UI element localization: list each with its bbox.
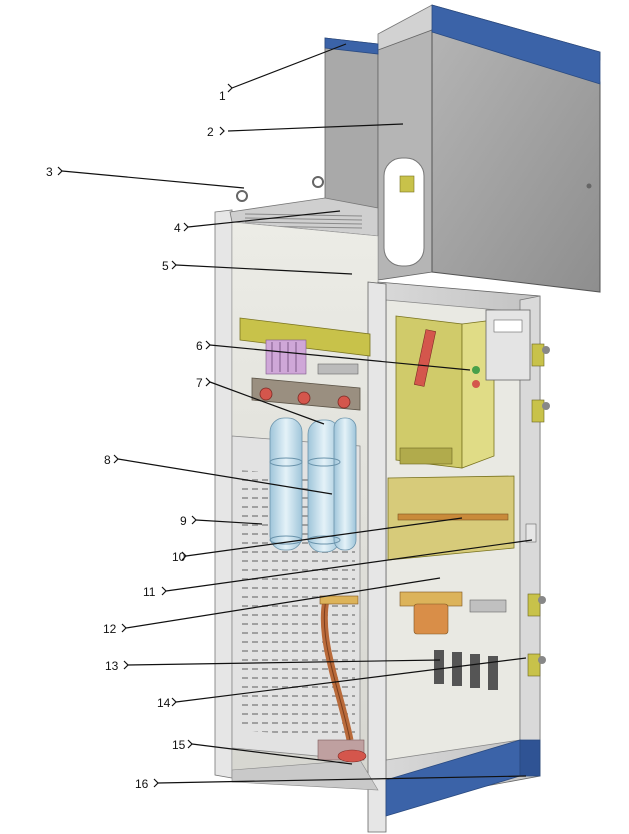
leader-line-6 — [209, 344, 471, 371]
hinge-1 — [531, 343, 545, 367]
bushing-red-2 — [297, 391, 311, 405]
spring-mechanism — [317, 363, 359, 375]
cable-lug — [319, 595, 359, 605]
leader-line-16 — [157, 775, 527, 784]
breaker-handle — [413, 329, 437, 387]
control-display — [493, 319, 523, 333]
cable-bundle — [265, 339, 307, 375]
leader-line-2 — [227, 123, 404, 132]
callout-15: 15 — [172, 738, 186, 752]
hinge-3 — [527, 593, 541, 617]
leader-line-5 — [175, 264, 353, 275]
copper-busbar — [397, 513, 509, 521]
hinge-4 — [527, 653, 541, 677]
leader-lines — [61, 43, 533, 784]
frame-left-post — [214, 209, 233, 779]
insulator-1 — [269, 417, 303, 551]
cable-gland — [337, 749, 367, 763]
leader-line-1 — [231, 43, 347, 89]
callout-5: 5 — [162, 259, 169, 273]
leader-line-12 — [125, 577, 441, 629]
callout-3: 3 — [46, 165, 53, 179]
callout-4: 4 — [174, 221, 181, 235]
callout-14: 14 — [157, 696, 171, 710]
lifting-eye-left — [236, 190, 248, 202]
callout-labels: 1 2 3 4 5 6 7 8 9 10 11 12 13 14 15 16 — [46, 89, 226, 791]
door-latch — [525, 523, 537, 543]
power-cable-outline — [323, 599, 351, 741]
callout-11: 11 — [143, 585, 156, 599]
insulator-rings — [269, 457, 341, 545]
lifting-eye-right — [312, 176, 324, 188]
leader-line-8 — [117, 458, 333, 495]
base-floor — [231, 759, 379, 791]
lv-window — [383, 157, 425, 267]
circuit-breaker — [395, 309, 531, 469]
callout-7: 7 — [196, 376, 203, 390]
hinge-knob-4 — [538, 656, 546, 664]
bushing-red-3 — [337, 395, 351, 409]
leader-line-14 — [175, 657, 527, 703]
hinge-2 — [531, 399, 545, 423]
busbar-compartment — [239, 317, 371, 553]
leader-line-15 — [191, 743, 353, 765]
callout-16: 16 — [135, 777, 149, 791]
callout-brackets — [57, 83, 233, 788]
callout-2: 2 — [207, 125, 214, 139]
leader-line-3 — [61, 170, 245, 189]
front-post — [367, 281, 387, 833]
hinge-knob-3 — [538, 596, 546, 604]
hinge-knob-2 — [542, 402, 550, 410]
blue-trim-top-left — [324, 37, 379, 55]
door-hinges — [525, 343, 550, 677]
busbar-support-bracket — [239, 317, 371, 357]
leader-line-10 — [185, 517, 463, 557]
bushing-red-1 — [259, 387, 273, 401]
indicator-green — [472, 366, 480, 374]
callout-8: 8 — [104, 453, 111, 467]
cable-terminations — [434, 650, 498, 690]
hinge-knob-1 — [542, 346, 550, 354]
callout-12: 12 — [103, 622, 117, 636]
callout-6: 6 — [196, 339, 203, 353]
pressure-relief-roof — [229, 197, 379, 237]
leader-line-7 — [209, 381, 325, 425]
cable-compartment — [317, 475, 515, 763]
earthing-switch — [399, 591, 507, 635]
leader-line-13 — [127, 659, 441, 666]
blue-trim-top-right — [431, 4, 601, 85]
callout-10: 10 — [172, 550, 186, 564]
breaker-truck — [399, 447, 453, 465]
insulator-3 — [333, 417, 357, 551]
lv-interlock-bracket — [399, 175, 415, 193]
leader-line-9 — [195, 519, 263, 525]
leader-line-4 — [187, 210, 341, 228]
callout-1: 1 — [219, 89, 226, 103]
blue-trim-bottom-side — [519, 739, 541, 777]
leader-line-11 — [165, 539, 533, 592]
door-lock-icon — [586, 183, 592, 189]
callout-9: 9 — [180, 514, 187, 528]
callout-13: 13 — [105, 659, 119, 673]
indicator-red — [472, 380, 480, 388]
